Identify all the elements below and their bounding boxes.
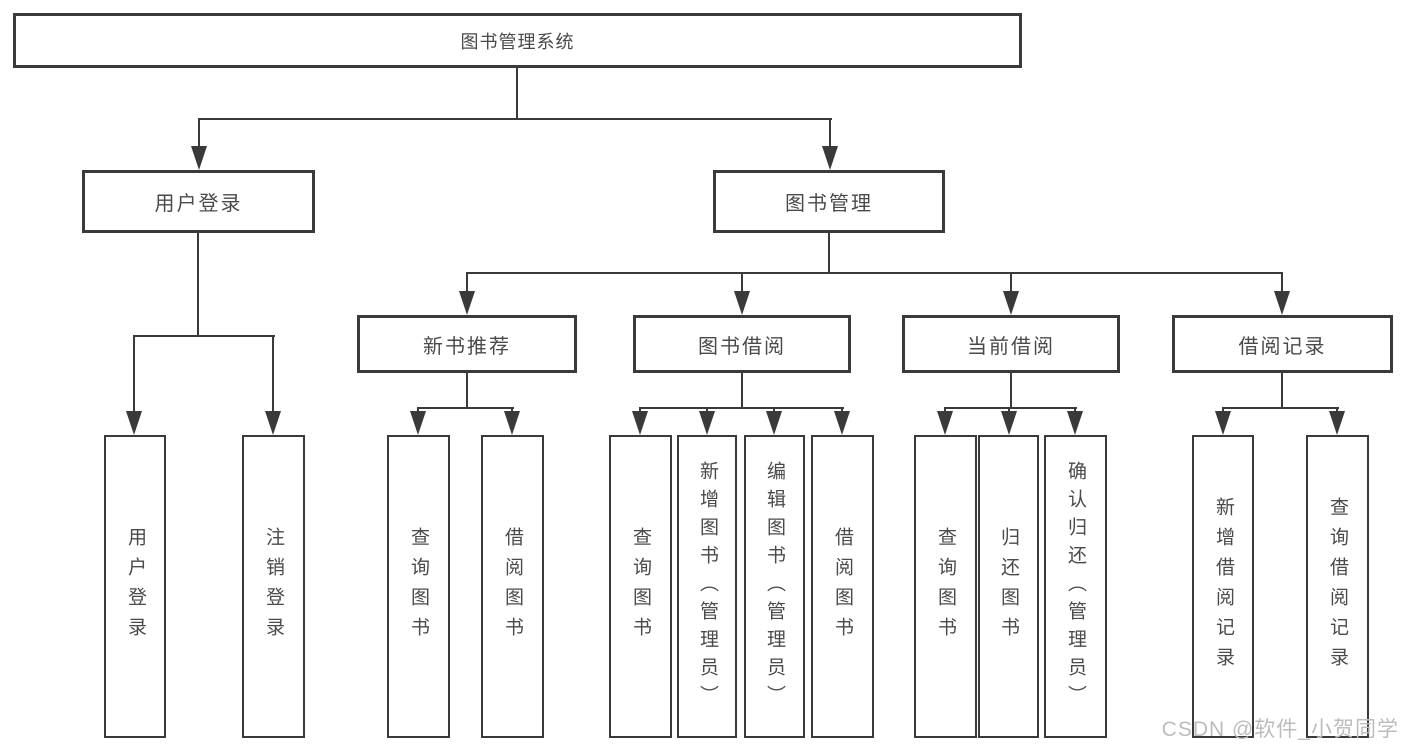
leaf-borrow-books-2: 借阅图书 [811, 435, 874, 738]
leaf-edit-book-admin: 编辑图书（管理员） [744, 435, 805, 738]
node-current-borrowing: 当前借阅 [902, 315, 1120, 373]
arrowhead [191, 146, 207, 170]
leaf-user-login: 用户登录 [104, 435, 166, 738]
arrowhead [734, 291, 750, 315]
arrowhead [937, 411, 953, 435]
connector-line [417, 407, 514, 409]
leaf-query-books-1: 查询图书 [387, 435, 450, 738]
arrowhead [1003, 291, 1019, 315]
connector-line [1281, 272, 1283, 295]
connector-line [197, 233, 199, 335]
connector-line [1010, 272, 1012, 295]
node-book-management: 图书管理 [713, 170, 945, 233]
leaf-add-borrow-record: 新增借阅记录 [1192, 435, 1254, 738]
leaf-query-books-2: 查询图书 [609, 435, 672, 738]
connector-line [828, 233, 830, 274]
arrowhead [766, 411, 782, 435]
connector-line [466, 272, 1283, 274]
connector-line [198, 118, 832, 120]
connector-line [944, 407, 1077, 409]
arrowhead [126, 411, 142, 435]
node-user-login: 用户登录 [82, 170, 315, 233]
arrowhead [504, 411, 520, 435]
leaf-confirm-return-admin: 确认归还（管理员） [1044, 435, 1107, 738]
node-borrowing-records: 借阅记录 [1172, 315, 1393, 373]
connector-line [272, 335, 274, 415]
connector-line [466, 373, 468, 409]
arrowhead [699, 411, 715, 435]
arrowhead [459, 291, 475, 315]
connector-line [198, 118, 200, 150]
leaf-return-books: 归还图书 [978, 435, 1039, 738]
arrowhead [632, 411, 648, 435]
arrowhead [822, 146, 838, 170]
node-new-book-recommendation: 新书推荐 [357, 315, 577, 373]
leaf-logout: 注销登录 [242, 435, 305, 738]
connector-line [466, 272, 468, 295]
arrowhead [1067, 411, 1083, 435]
leaf-borrow-books-1: 借阅图书 [481, 435, 544, 738]
leaf-query-borrow-record: 查询借阅记录 [1306, 435, 1369, 738]
connector-line [741, 272, 743, 295]
node-book-borrowing: 图书借阅 [633, 315, 851, 373]
node-library-management-system: 图书管理系统 [13, 13, 1022, 68]
arrowhead [1215, 411, 1231, 435]
connector-line [1222, 407, 1339, 409]
watermark: CSDN @软件_小贺同学 [1161, 718, 1399, 741]
leaf-query-books-3: 查询图书 [914, 435, 977, 738]
arrowhead [265, 411, 281, 435]
arrowhead [1001, 411, 1017, 435]
leaf-add-book-admin: 新增图书（管理员） [677, 435, 737, 738]
arrowhead [1329, 411, 1345, 435]
arrowhead [1274, 291, 1290, 315]
connector-line [639, 407, 844, 409]
arrowhead [834, 411, 850, 435]
connector-line [133, 335, 135, 415]
connector-line [516, 68, 518, 118]
arrowhead [410, 411, 426, 435]
connector-line [741, 373, 743, 409]
connector-line [1010, 373, 1012, 409]
connector-line [133, 335, 275, 337]
connector-line [829, 118, 831, 150]
connector-line [1281, 373, 1283, 409]
